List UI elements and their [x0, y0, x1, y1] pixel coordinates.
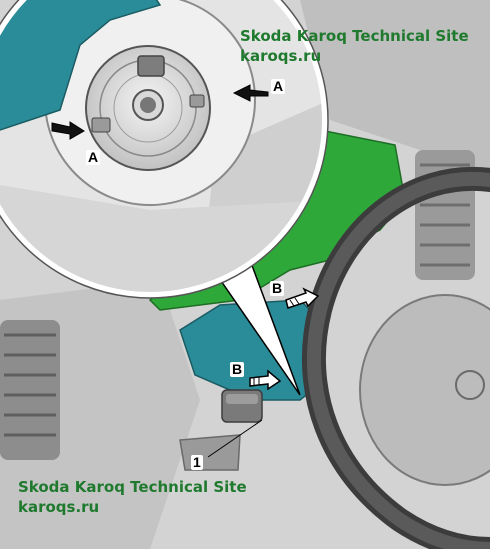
- watermark-top: Skoda Karoq Technical Site karoqs.ru: [240, 26, 469, 66]
- callout-item-1: 1: [191, 454, 203, 470]
- watermark-bottom-site-name: Skoda Karoq Technical Site: [18, 478, 247, 496]
- watermark-bottom: Skoda Karoq Technical Site karoqs.ru: [18, 477, 247, 517]
- watermark-top-site-url: karoqs.ru: [240, 47, 322, 65]
- callout-b-lower: B: [230, 361, 245, 377]
- arrow-b-lower-icon: [249, 369, 282, 391]
- callout-b-upper: B: [270, 280, 285, 296]
- zoom-detail-circle: [0, 0, 329, 299]
- arrow-a-left-icon: [51, 121, 85, 140]
- leader-line-item-1: [207, 419, 263, 458]
- watermark-top-site-name: Skoda Karoq Technical Site: [240, 27, 469, 45]
- arrow-b-upper-icon: [285, 287, 320, 309]
- skoda-logo-icon: [455, 370, 485, 400]
- callout-a-right: A: [271, 78, 286, 94]
- connector-plug: [137, 55, 165, 77]
- steering-wheel-airbag: [359, 294, 490, 486]
- knee-panel-trim: [179, 434, 241, 471]
- left-air-vent: [0, 320, 60, 460]
- upper-shroud-teal: [0, 0, 162, 131]
- watermark-bottom-site-url: karoqs.ru: [18, 498, 100, 516]
- dashboard-upper-panel: [300, 0, 490, 190]
- wiper-lever: [221, 389, 263, 423]
- steering-wheel: [301, 166, 490, 549]
- callout-a-left: A: [86, 149, 101, 165]
- arrow-a-right-icon: [232, 84, 269, 102]
